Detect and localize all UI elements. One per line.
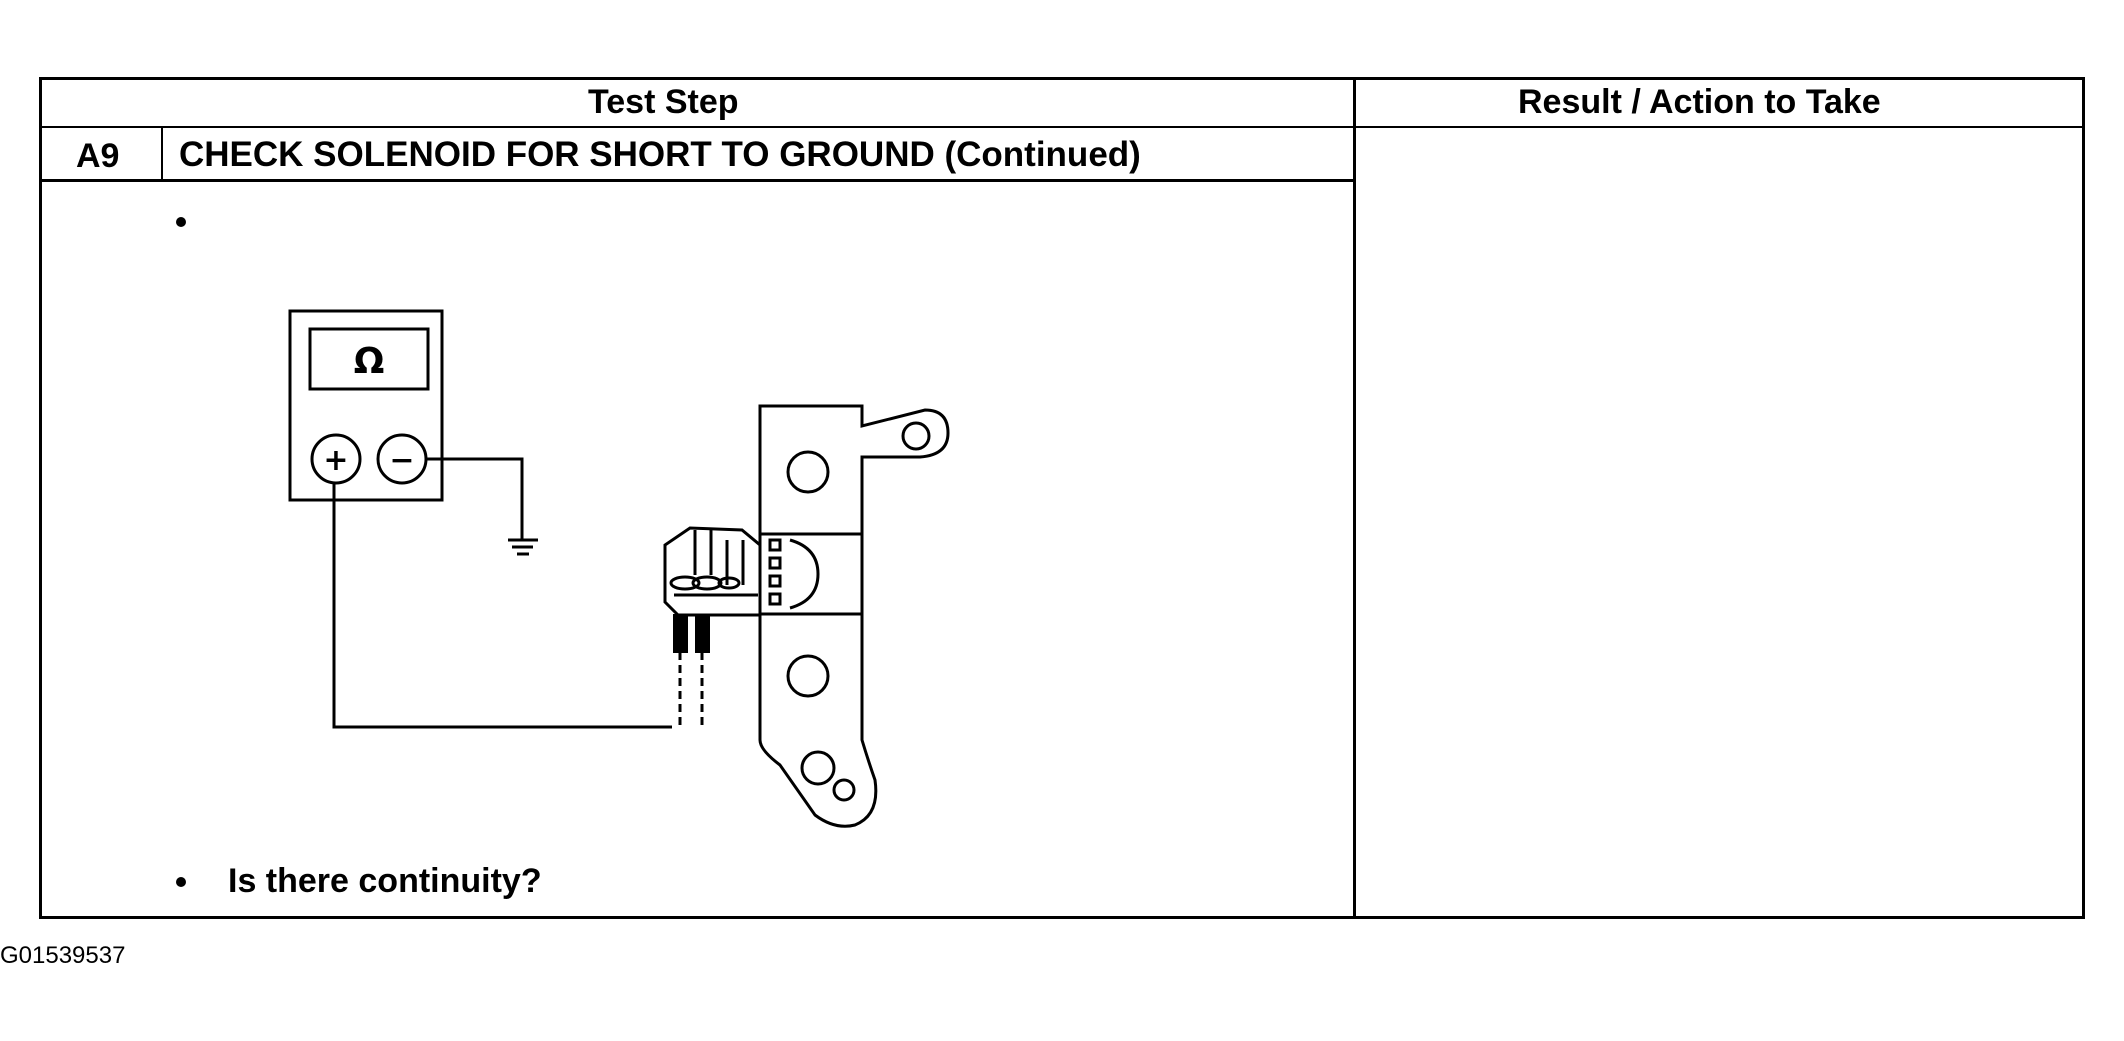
step-id: A9 — [76, 137, 120, 175]
column-divider — [1353, 77, 1356, 919]
ohmmeter-body — [288, 309, 444, 502]
test-step-table — [39, 77, 2085, 919]
probe-leads-dashed — [678, 652, 704, 727]
header-row-divider — [39, 126, 2085, 128]
bullet-question — [176, 877, 186, 887]
test-lead — [332, 483, 672, 729]
plus-symbol: + — [323, 443, 348, 478]
ground-icon — [508, 538, 538, 556]
solenoid — [758, 404, 950, 828]
ohmmeter-display — [308, 327, 430, 391]
probe-tips — [673, 614, 710, 653]
step-id-divider — [161, 126, 163, 181]
bullet-empty — [176, 217, 186, 227]
continuity-question: Is there continuity? — [228, 862, 542, 900]
step-title: CHECK SOLENOID FOR SHORT TO GROUND (Cont… — [179, 135, 1141, 174]
test-step-header: Test Step — [588, 83, 739, 121]
result-action-header: Result / Action to Take — [1518, 83, 1881, 121]
figure-id: G01539537 — [0, 942, 126, 969]
plus-terminal-icon — [310, 433, 362, 485]
minus-symbol: − — [389, 443, 414, 478]
solenoid-connector — [663, 526, 762, 617]
ohm-symbol: Ω — [354, 341, 385, 382]
ground-lead — [426, 457, 524, 540]
step-row-divider — [39, 179, 1355, 182]
